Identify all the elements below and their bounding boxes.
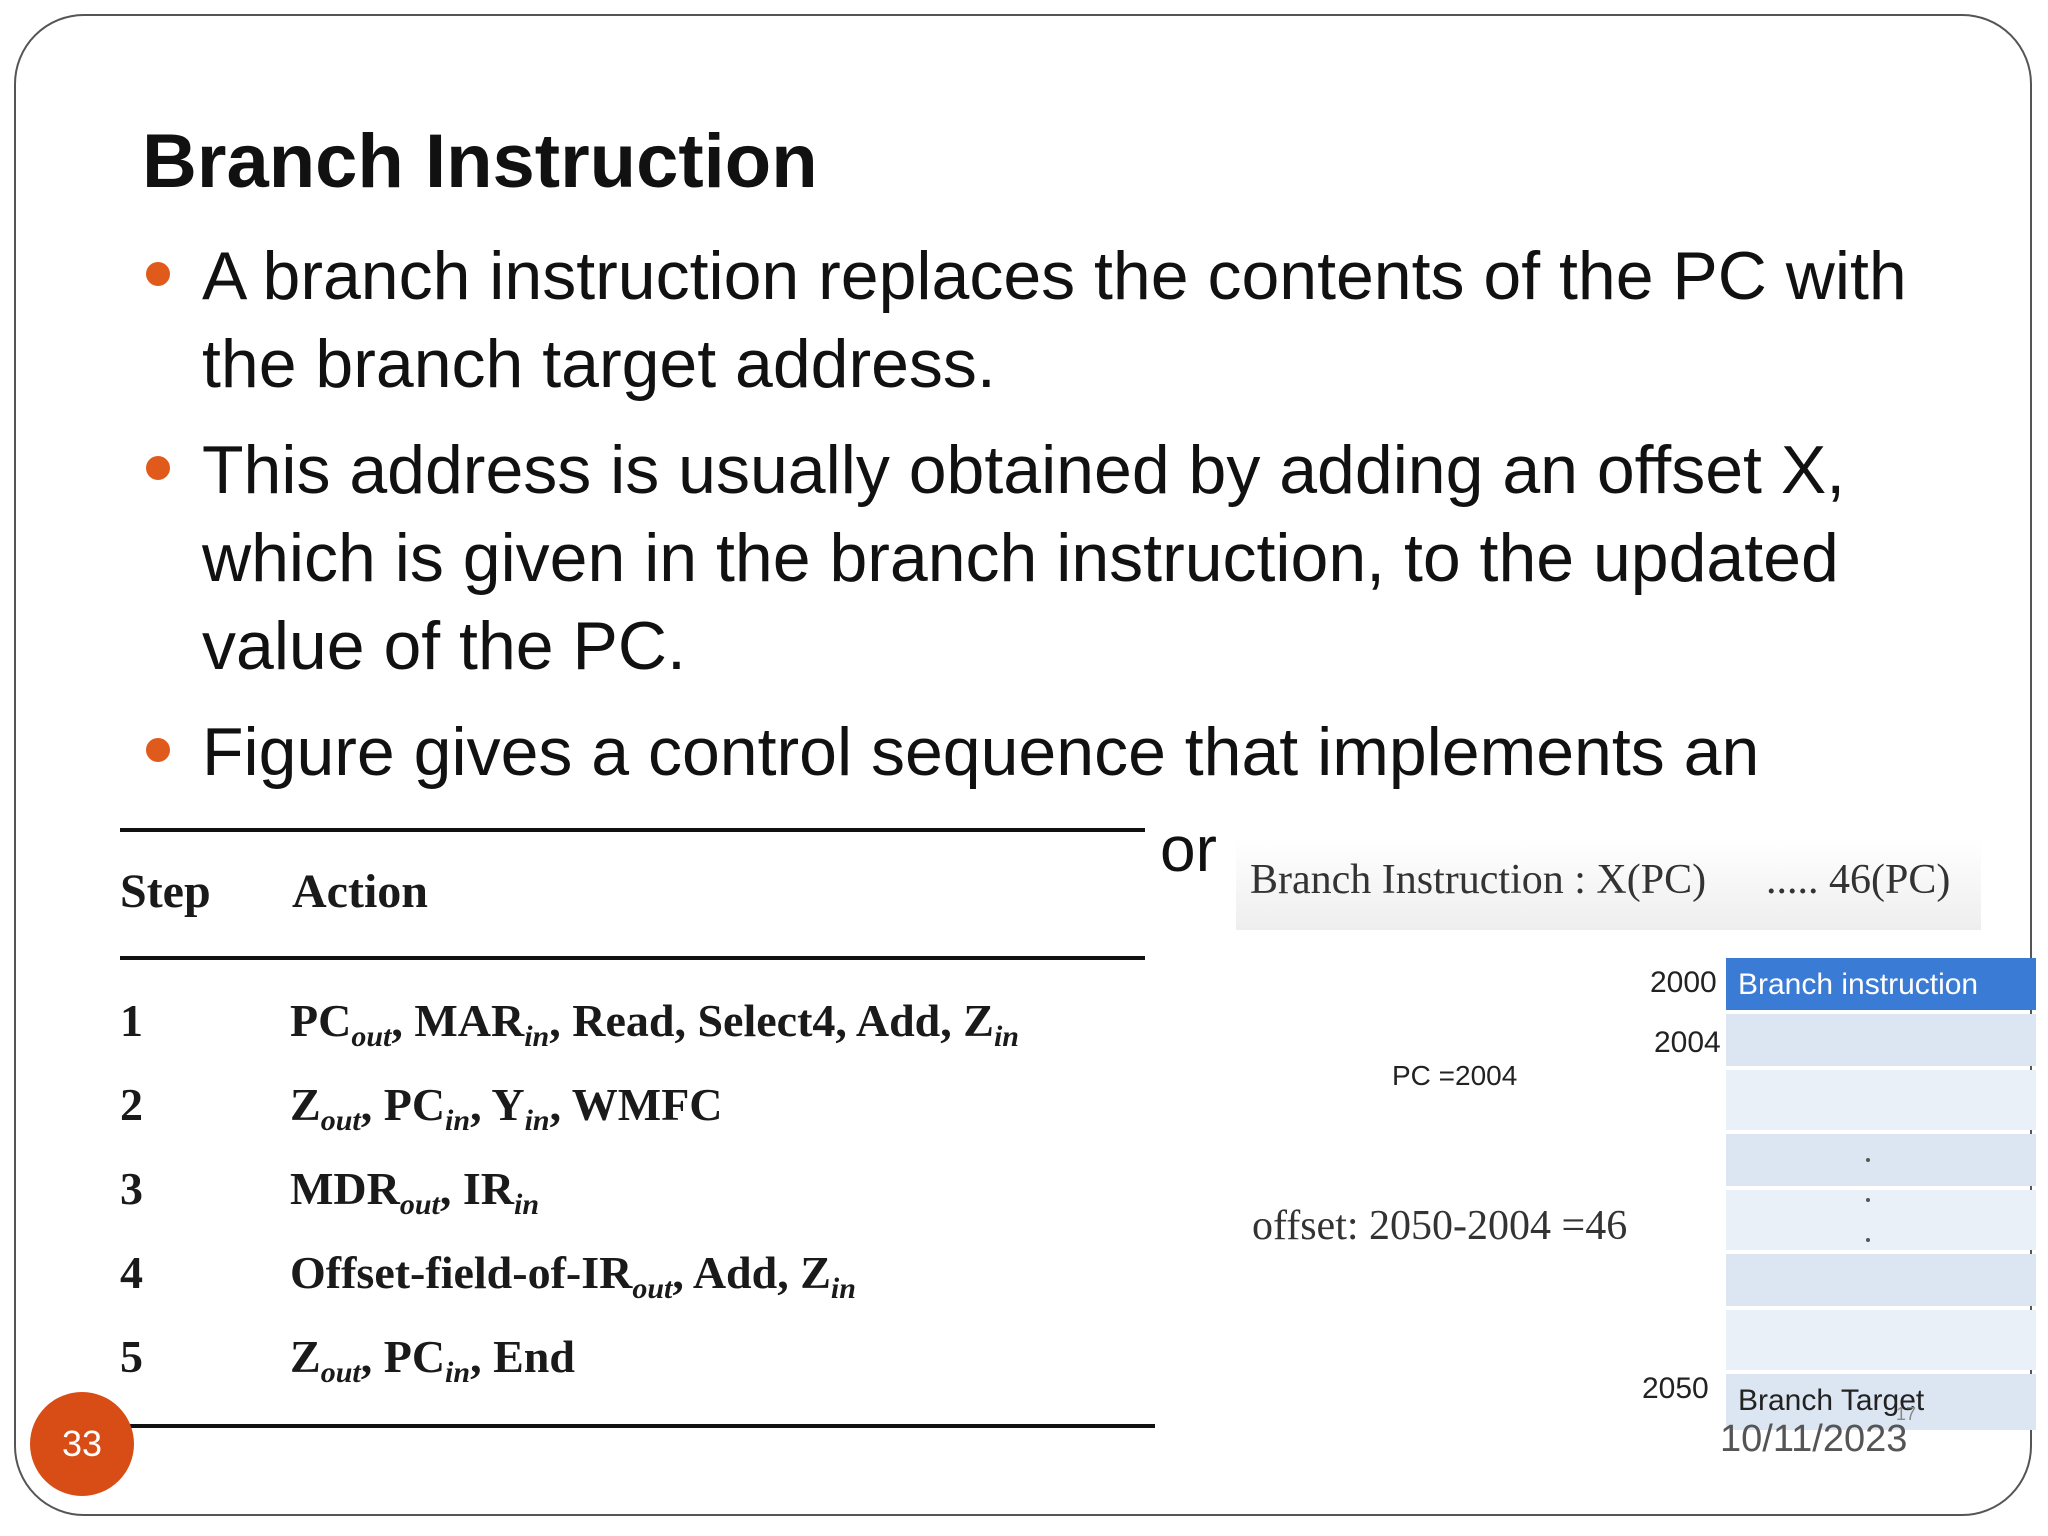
- action-text: , PC: [360, 1079, 446, 1130]
- action-text: PC: [290, 995, 352, 1046]
- slide-date: 10/11/2023: [1720, 1418, 1908, 1460]
- table-row: 3 MDRout, IRin: [120, 1162, 1160, 1222]
- address-label: 2000: [1650, 966, 1717, 999]
- action-subscript: out: [320, 1356, 361, 1390]
- action-subscript: in: [445, 1104, 471, 1138]
- ellipsis-dot-icon: [1866, 1158, 1870, 1162]
- table-header-rule: [120, 956, 1145, 960]
- action-subscript: in: [445, 1356, 471, 1390]
- action-text: , PC: [360, 1331, 446, 1382]
- memory-cell-branch-target: Branch Target: [1726, 1374, 2036, 1430]
- cut-off-text: or: [1160, 813, 1217, 885]
- ellipsis-dot-icon: [1866, 1238, 1870, 1242]
- row-step: 5: [120, 1331, 143, 1382]
- action-subscript: out: [351, 1020, 392, 1054]
- branch-caption: Branch Instruction : X(PC) ..... 46(PC): [1236, 838, 1981, 930]
- bullet-list: A branch instruction replaces the conten…: [142, 232, 1942, 792]
- ellipsis-dot-icon: [1866, 1198, 1870, 1202]
- memory-cell-branch-instruction: Branch instruction: [1726, 958, 2036, 1010]
- address-label: 2004: [1654, 1026, 1721, 1059]
- bullet-dot-icon: [146, 262, 170, 286]
- bullet-item: This address is usually obtained by addi…: [142, 426, 1942, 690]
- bullet-item: A branch instruction replaces the conten…: [142, 232, 1942, 408]
- action-text: , MAR: [391, 995, 525, 1046]
- cell-label: Branch Target: [1738, 1384, 1925, 1417]
- memory-cell: [1726, 1310, 2036, 1370]
- caption-pc: ..... 46(PC): [1766, 857, 1951, 903]
- row-action: MDRout, IRin: [290, 1162, 539, 1222]
- action-text: Z: [290, 1331, 321, 1382]
- table-row: 4 Offset-field-of-IRout, Add, Zin: [120, 1246, 1160, 1306]
- caption-text: Branch Instruction : X(PC): [1250, 857, 1707, 903]
- memory-cells: Branch instruction Branch Target: [1726, 958, 2036, 1458]
- slide-frame: [14, 14, 2032, 1516]
- action-text: , IR: [439, 1163, 515, 1214]
- row-step: 4: [120, 1247, 143, 1298]
- cell-label: Branch instruction: [1738, 968, 1979, 1001]
- action-subscript: in: [524, 1104, 550, 1138]
- action-text: , Add, Z: [672, 1247, 831, 1298]
- action-text: Z: [290, 1079, 321, 1130]
- control-sequence-table: Step Action 1 PCout, MARin, Read, Select…: [120, 818, 1160, 1438]
- action-text: Offset-field-of-IR: [290, 1247, 633, 1298]
- row-step: 1: [120, 995, 143, 1046]
- memory-cell: [1726, 1254, 2036, 1306]
- pc-note: PC =2004: [1392, 1060, 1518, 1091]
- memory-cell: [1726, 1070, 2036, 1130]
- action-text: , Read, Select4, Add, Z: [549, 995, 994, 1046]
- row-action: Zout, PCin, End: [290, 1330, 575, 1390]
- action-text: , Y: [470, 1079, 525, 1130]
- row-action: Offset-field-of-IRout, Add, Zin: [290, 1246, 856, 1306]
- offset-note: offset: 2050-2004 =46: [1252, 1203, 1628, 1249]
- memory-cell: [1726, 1190, 2036, 1250]
- slide-number-badge: 33: [30, 1392, 134, 1496]
- memory-figure: Branch Instruction : X(PC) ..... 46(PC) …: [1236, 838, 2036, 1458]
- action-text: MDR: [290, 1163, 400, 1214]
- row-action: PCout, MARin, Read, Select4, Add, Zin: [290, 994, 1019, 1054]
- table-row: 2 Zout, PCin, Yin, WMFC: [120, 1078, 1160, 1138]
- action-text: , WMFC: [549, 1079, 723, 1130]
- bullet-text: Figure gives a control sequence that imp…: [202, 714, 1760, 790]
- table-row: 1 PCout, MARin, Read, Select4, Add, Zin: [120, 994, 1160, 1054]
- row-step: 2: [120, 1079, 143, 1130]
- table-row: 5 Zout, PCin, End: [120, 1330, 1160, 1390]
- action-subscript: in: [514, 1188, 540, 1222]
- bullet-item: Figure gives a control sequence that imp…: [142, 708, 1942, 792]
- table-top-rule: [120, 828, 1145, 832]
- address-label: 2050: [1642, 1372, 1709, 1405]
- slide-title: Branch Instruction: [142, 119, 818, 204]
- table-bottom-rule: [120, 1424, 1155, 1428]
- tiny-page-number: 17: [1896, 1404, 1917, 1424]
- bullet-dot-icon: [146, 738, 170, 762]
- action-subscript: out: [632, 1272, 673, 1306]
- action-subscript: in: [993, 1020, 1019, 1054]
- action-subscript: in: [830, 1272, 856, 1306]
- row-step: 3: [120, 1163, 143, 1214]
- bullet-text: This address is usually obtained by addi…: [202, 432, 1846, 684]
- header-step: Step: [120, 865, 211, 918]
- action-subscript: in: [524, 1020, 550, 1054]
- header-action: Action: [292, 865, 428, 918]
- action-text: , End: [470, 1331, 575, 1382]
- memory-cell: [1726, 1134, 2036, 1186]
- action-subscript: out: [320, 1104, 361, 1138]
- action-subscript: out: [399, 1188, 440, 1222]
- bullet-text: A branch instruction replaces the conten…: [202, 238, 1907, 402]
- memory-cell: [1726, 1014, 2036, 1066]
- bullet-dot-icon: [146, 456, 170, 480]
- row-action: Zout, PCin, Yin, WMFC: [290, 1078, 723, 1138]
